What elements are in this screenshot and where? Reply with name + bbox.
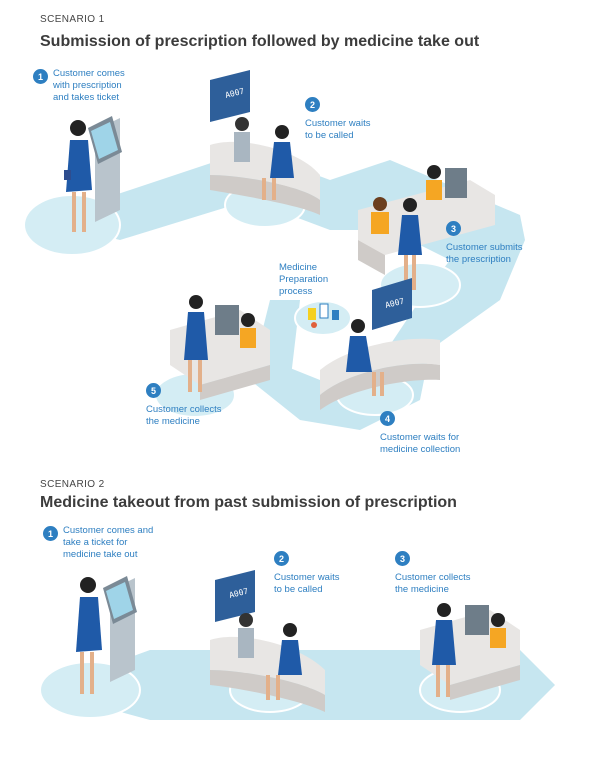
customer-figure-1: [64, 120, 92, 232]
medicine-prep-icon: [308, 303, 339, 328]
customer-figure-s2-3: [432, 603, 456, 697]
scenario-1-step-5: 5 Customer collects the medicine: [146, 382, 222, 428]
step-number-badge: 5: [146, 383, 161, 398]
step-number-badge: 4: [380, 411, 395, 426]
step-number-badge: 3: [395, 551, 410, 566]
step-caption: Customer collects the medicine: [395, 572, 471, 595]
scenario-1-step-1: 1 Customer comes with prescription and t…: [33, 68, 125, 104]
step-caption: Customer comes with prescription and tak…: [53, 68, 125, 103]
scenario-1-illustration: A007 A007: [23, 70, 525, 430]
ticket-display-s2: A007: [215, 570, 255, 622]
pharmacist-figure-3: [426, 165, 442, 200]
medicine-prep-label: Medicine Preparation process: [279, 262, 329, 297]
step-number-badge: 2: [274, 551, 289, 566]
scenario-2-step-1: 1 Customer comes and take a ticket for m…: [43, 525, 153, 561]
step-number-badge: 1: [43, 526, 58, 541]
ticket-display-4: A007: [372, 278, 412, 330]
step-number-badge: 1: [33, 69, 48, 84]
customer-figure-4: [346, 319, 384, 396]
step-caption: Customer collects the medicine: [146, 404, 222, 427]
scenario-2-title: Medicine takeout from past submission of…: [40, 494, 457, 511]
customer-figure-s2-1: [76, 577, 102, 694]
step-caption: Customer submits the prescription: [446, 242, 523, 265]
ticket-kiosk-icon-s2: [103, 576, 137, 682]
scenario-1-title: Submission of prescription followed by m…: [40, 33, 480, 50]
step-caption: Customer waits for medicine collection: [380, 432, 461, 455]
step-number-badge: 3: [446, 221, 461, 236]
customer-figure-5: [184, 295, 208, 392]
step-caption: Customer waits to be called: [305, 118, 371, 141]
customer-figure-2a: [234, 117, 250, 162]
scenario-1-step-4: 4 Customer waits for medicine collection: [380, 410, 460, 456]
scenario-1-step-3: 3 Customer submits the prescription: [446, 220, 523, 266]
pharmacist-figure-5: [240, 313, 256, 348]
scenario-2-step-2: 2 Customer waits to be called: [274, 550, 339, 596]
customer-figure-2b: [262, 125, 294, 200]
step-caption: Customer comes and take a ticket for med…: [63, 525, 154, 560]
ticket-kiosk-icon: [88, 116, 122, 222]
pharmacist-figure-s2: [490, 613, 506, 648]
scenario-2-label: SCENARIO 2: [40, 479, 105, 490]
step-caption: Customer waits to be called: [274, 572, 340, 595]
scenario-1-step-2: 2 Customer waits to be called: [305, 96, 370, 142]
customer-figure-3: [398, 198, 422, 290]
staff-figure-3: [371, 197, 389, 234]
step-number-badge: 2: [305, 97, 320, 112]
customer-figure-s2-2b: [266, 623, 302, 700]
scenario-2-step-3: 3 Customer collects the medicine: [395, 550, 471, 596]
ticket-display-2: A007: [210, 70, 250, 122]
waiting-bench-4: [320, 338, 440, 410]
counter-3: [358, 168, 495, 275]
customer-figure-s2-2a: [238, 613, 254, 658]
scenario-1-label: SCENARIO 1: [40, 14, 105, 25]
